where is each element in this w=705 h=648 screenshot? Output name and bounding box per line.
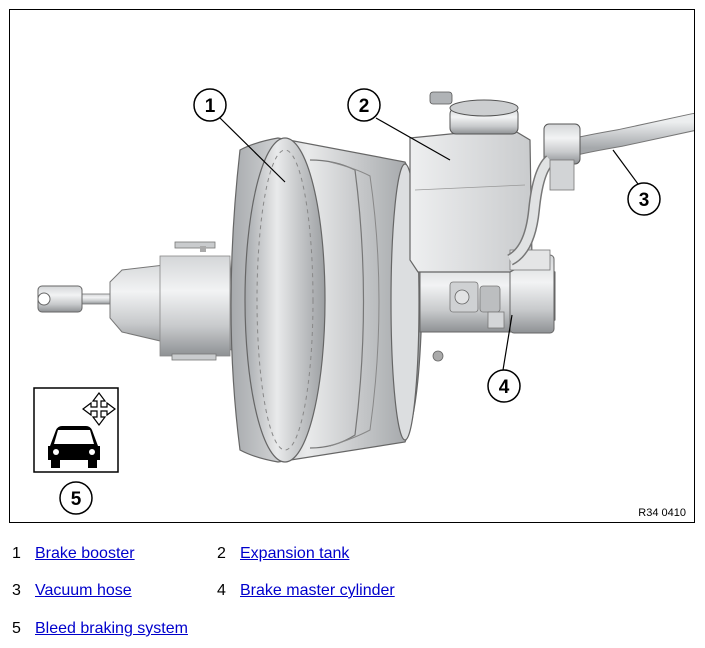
callout-number: 4 <box>499 377 510 398</box>
legend-number: 2 <box>217 545 226 562</box>
link-bleed-braking-system[interactable]: Bleed braking system <box>35 620 188 637</box>
expansion-tank <box>409 91 551 273</box>
callout-1: 1 <box>193 88 227 122</box>
callout-4: 4 <box>487 369 521 403</box>
car-icon <box>48 426 100 468</box>
booster-drum <box>230 137 444 463</box>
legend-number: 3 <box>12 582 21 599</box>
legend-number: 5 <box>12 620 21 637</box>
callout-5: 5 <box>59 481 93 515</box>
legend-number: 4 <box>217 582 226 599</box>
link-expansion-tank[interactable]: Expansion tank <box>240 545 350 562</box>
legend-number: 1 <box>12 545 21 562</box>
callout-number: 5 <box>71 489 82 510</box>
callout-2: 2 <box>347 88 381 122</box>
link-brake-master-cylinder[interactable]: Brake master cylinder <box>240 582 395 599</box>
diagram-frame: 1 2 3 4 5 R34 0410 <box>9 9 695 523</box>
link-brake-booster[interactable]: Brake booster <box>35 545 135 562</box>
leader-lines <box>219 117 639 371</box>
callout-number: 2 <box>359 96 370 117</box>
brake-booster-illustration: 1 2 3 4 5 R34 0410 <box>33 88 694 519</box>
booster-rear-housing <box>109 241 236 361</box>
bleed-symbol-box <box>33 387 119 473</box>
callout-number: 1 <box>205 96 216 117</box>
vacuum-hose <box>506 113 694 266</box>
link-vacuum-hose[interactable]: Vacuum hose <box>35 582 132 599</box>
master-cylinder <box>419 254 556 334</box>
callout-3: 3 <box>627 182 661 216</box>
callout-number: 3 <box>639 190 650 211</box>
move-arrows-icon <box>82 392 116 426</box>
reference-code: R34 0410 <box>638 507 686 519</box>
